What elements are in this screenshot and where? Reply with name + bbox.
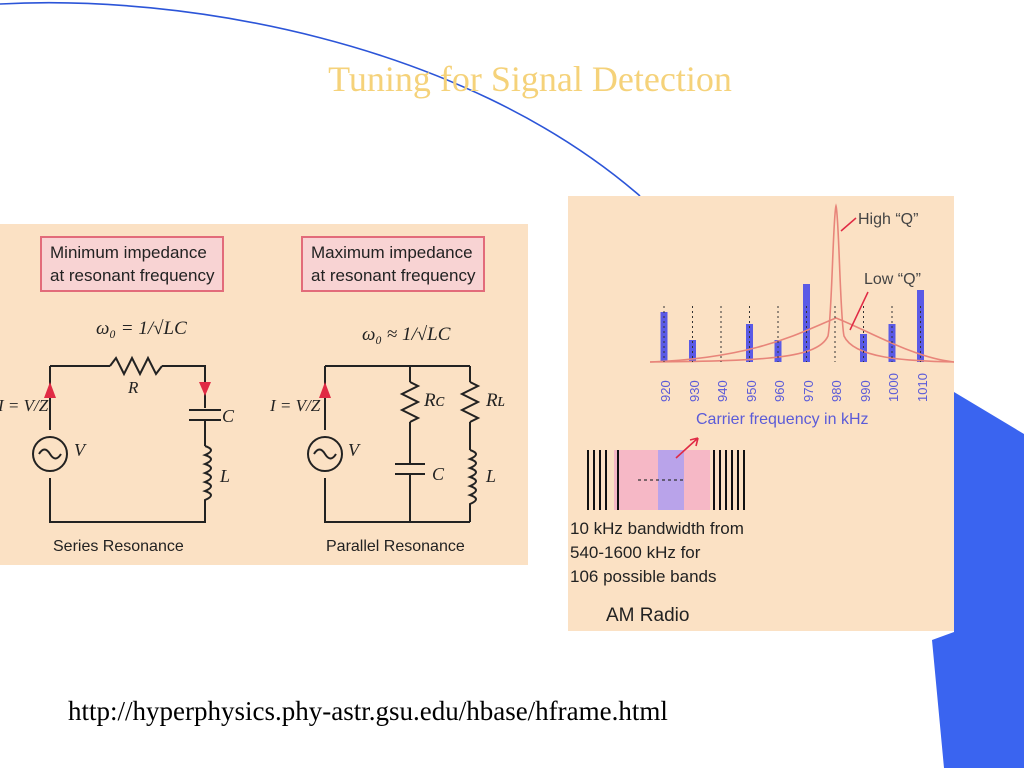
parallel-caption: Parallel Resonance bbox=[326, 538, 465, 555]
band-lines bbox=[587, 450, 745, 510]
resonance-circuits-panel: Minimum impedance at resonant frequency … bbox=[0, 224, 528, 565]
series-capacitor-label: C bbox=[222, 406, 235, 426]
series-inductor bbox=[202, 445, 212, 506]
frequency-label: 1000 bbox=[886, 373, 901, 402]
note-line2: 540-1600 kHz for bbox=[570, 543, 701, 562]
series-caption: Series Resonance bbox=[53, 538, 184, 555]
am-radio-caption: AM Radio bbox=[606, 605, 690, 626]
series-wire-top-right bbox=[162, 365, 206, 408]
parallel-current-arrow bbox=[319, 382, 331, 398]
parallel-box-line1: Maximum impedance bbox=[311, 243, 473, 262]
high-q-pointer bbox=[840, 217, 857, 232]
frequency-label: 980 bbox=[829, 380, 844, 402]
decorative-curve bbox=[0, 1, 641, 197]
parallel-box-line2: at resonant frequency bbox=[311, 266, 476, 285]
frequency-label: 950 bbox=[743, 380, 759, 402]
parallel-inductor-label: L bbox=[486, 466, 497, 486]
source-url: http://hyperphysics.phy-astr.gsu.edu/hba… bbox=[68, 696, 668, 726]
frequency-label: 1010 bbox=[914, 373, 930, 402]
parallel-capacitor-label: C bbox=[432, 464, 445, 484]
parallel-ac-wave bbox=[313, 448, 337, 460]
band-pointer bbox=[675, 437, 699, 459]
carrier-bars bbox=[660, 284, 924, 362]
series-current-arrow-right bbox=[199, 382, 211, 396]
series-impedance-box: Minimum impedance at resonant frequency bbox=[40, 236, 225, 292]
frequency-label: 930 bbox=[686, 380, 702, 402]
frequency-label: 960 bbox=[772, 380, 787, 402]
parallel-wire-bottom bbox=[324, 478, 470, 523]
parallel-ac-source bbox=[307, 436, 343, 472]
parallel-source-label: V bbox=[348, 440, 359, 460]
parallel-rl-resistor bbox=[459, 381, 481, 423]
high-q-curve bbox=[649, 203, 954, 363]
high-q-label: High “Q” bbox=[858, 211, 919, 228]
parallel-rc-label: Rᴄ bbox=[424, 390, 445, 411]
series-resistor bbox=[109, 355, 163, 377]
parallel-rl-label: Rʟ bbox=[486, 390, 506, 411]
series-box-line2: at resonant frequency bbox=[50, 266, 215, 285]
series-box-line1: Minimum impedance bbox=[50, 243, 207, 262]
frequency-label: 920 bbox=[658, 380, 673, 402]
series-ac-source bbox=[32, 436, 68, 472]
note-line3: 106 possible bands bbox=[570, 567, 717, 586]
parallel-impedance-box: Maximum impedance at resonant frequency bbox=[301, 236, 486, 292]
circuit-drawing bbox=[32, 355, 481, 523]
am-radio-panel: High “Q” Low “Q” 920 930 940 950 960 970 980 99… bbox=[568, 196, 954, 631]
frequency-ticks bbox=[663, 306, 921, 362]
note-line1: 10 kHz bandwidth from bbox=[570, 519, 744, 538]
parallel-resonance-formula: ω₀ ≈ 1/√LC bbox=[362, 324, 451, 345]
axis-label: Carrier frequency in kHz bbox=[696, 411, 869, 428]
series-inductor-label: L bbox=[220, 466, 231, 486]
parallel-inductor bbox=[467, 449, 477, 522]
parallel-current-label: I = V/Z bbox=[270, 396, 321, 415]
slide-title: Tuning for Signal Detection bbox=[328, 59, 732, 99]
series-source-label: V bbox=[74, 440, 85, 460]
series-current-label: I = V/Z bbox=[0, 396, 49, 415]
low-q-curve bbox=[649, 317, 954, 363]
am-radio-chart bbox=[587, 203, 954, 510]
frequency-label: 970 bbox=[800, 380, 816, 402]
series-wire-bottom bbox=[49, 478, 206, 523]
low-q-pointer bbox=[849, 291, 869, 331]
low-q-label: Low “Q” bbox=[864, 271, 921, 288]
decorative-blue-shape bbox=[932, 392, 1024, 768]
frequency-label: 990 bbox=[857, 380, 873, 402]
series-current-arrow bbox=[44, 382, 56, 398]
series-resonance-formula: ω₀ = 1/√LC bbox=[96, 318, 187, 339]
series-ac-wave bbox=[38, 448, 62, 460]
series-resistor-label: R bbox=[128, 378, 139, 397]
frequency-label: 940 bbox=[715, 380, 730, 402]
parallel-rc-resistor bbox=[399, 381, 421, 423]
